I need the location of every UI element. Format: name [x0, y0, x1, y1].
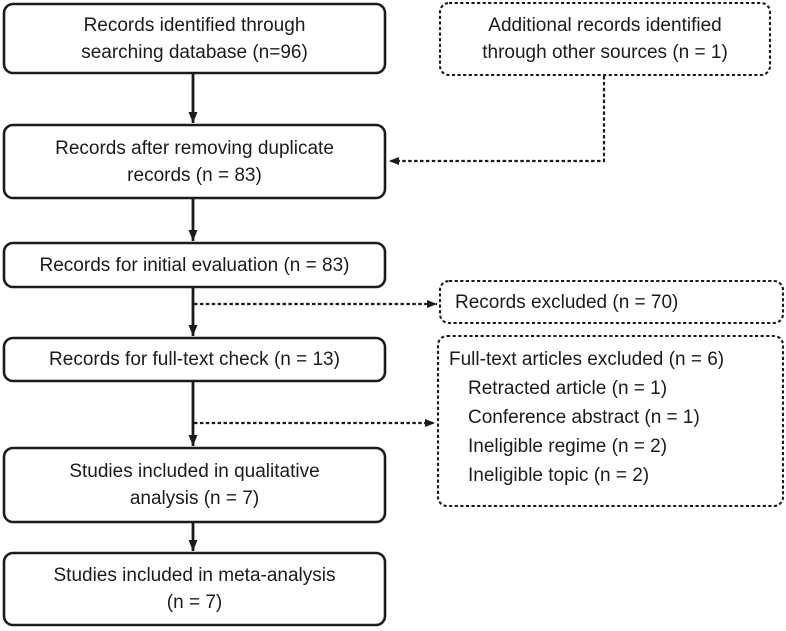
box-records-identified: Records identified through searching dat… — [81, 14, 308, 63]
box-meta-analysis: Studies included in meta-analysis (n = 7… — [53, 565, 336, 613]
arrow-additional-to-deduplicated — [389, 76, 606, 165]
fulltext-excluded-item: Ineligible regime (n = 2) — [468, 436, 668, 457]
fulltext-excluded-item: Retracted article (n = 1) — [468, 378, 668, 399]
box-initial-evaluation-border — [2, 241, 387, 289]
box-initial-evaluation: Records for initial evaluation (n = 83) — [39, 254, 350, 276]
box-identified-border — [2, 2, 387, 75]
fulltext-excluded-title: Full-text articles excluded (n = 6) — [449, 349, 725, 370]
box-records-deduplicated: Records after removing duplicate records… — [55, 137, 334, 186]
box-records-excluded: Records excluded (n = 70) — [455, 291, 679, 313]
box-qualitative-analysis: Studies included in qualitative analysis… — [69, 461, 320, 509]
box-fulltext-check-border — [2, 336, 387, 383]
box-records-excluded-border — [438, 279, 785, 325]
box-additional-records-border — [438, 1, 772, 77]
box-fulltext-check: Records for full-text check (n = 13) — [49, 349, 340, 370]
box-meta-analysis-border — [2, 551, 387, 627]
box-deduplicated-border — [2, 123, 387, 200]
fulltext-excluded-item: Conference abstract (n = 1) — [468, 407, 700, 428]
box-fulltext-excluded: Full-text articles excluded (n = 6) Retr… — [438, 336, 783, 506]
box-qualitative-analysis-border — [2, 446, 387, 524]
box-fulltext-excluded-border — [436, 334, 785, 508]
box-additional-records: Additional records identified through ot… — [482, 15, 728, 63]
fulltext-excluded-item: Ineligible topic (n = 2) — [468, 465, 650, 486]
